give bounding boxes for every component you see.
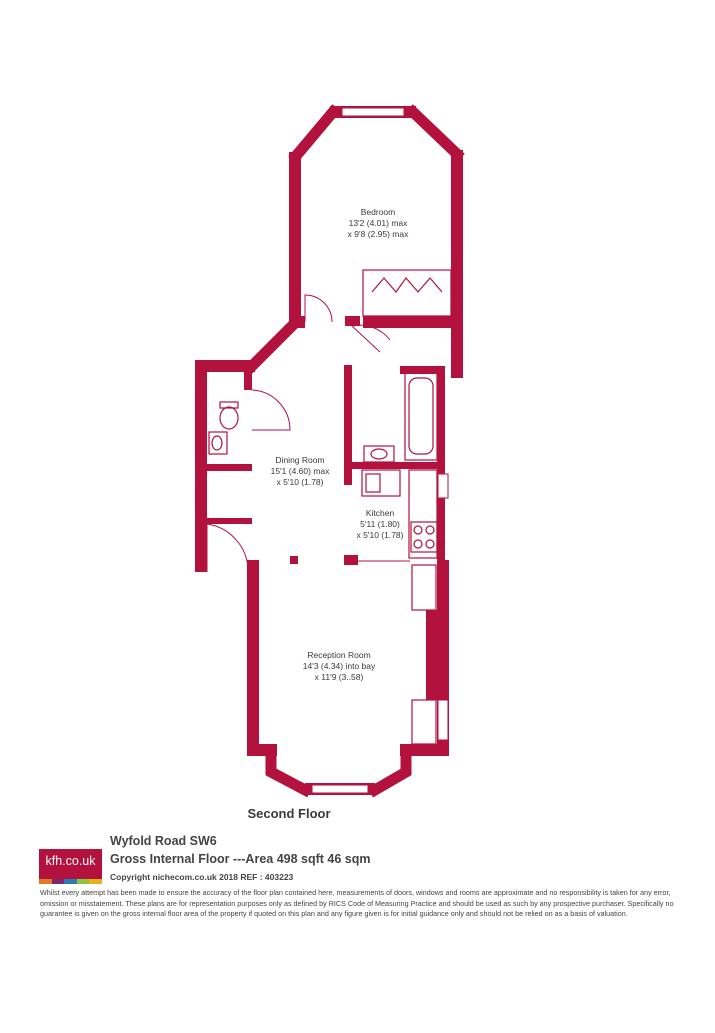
disclaimer-text: Whilst every attempt has been made to en…	[40, 888, 674, 918]
room-dimension: x 5'10 (1.78)	[356, 530, 404, 540]
room-name: Dining Room	[275, 455, 325, 465]
wall	[400, 744, 449, 756]
property-address: Wyfold Road SW6	[110, 834, 217, 848]
door-bathroom	[351, 324, 391, 353]
wall	[195, 360, 255, 372]
basin	[363, 445, 395, 463]
kitchen-counter	[408, 469, 438, 559]
bedroom-bay-right	[405, 104, 465, 162]
windows	[311, 107, 449, 794]
wall	[344, 555, 358, 565]
window-kitchen	[437, 473, 449, 499]
angled-walls	[244, 104, 465, 798]
reception-bay-left	[265, 744, 313, 798]
bath-inner	[408, 377, 434, 455]
room-name: Bedroom	[360, 207, 396, 217]
wall	[207, 518, 252, 524]
room-dimension: 13'2 (4.01) max	[348, 218, 408, 228]
logo-stripes	[39, 879, 102, 884]
cupboard	[411, 564, 437, 611]
window-reception-right	[437, 699, 449, 741]
kfh-logo[interactable]: kfh.co.uk	[39, 849, 102, 884]
room-dimension: x 9'8 (2.95) max	[347, 229, 409, 239]
wall	[344, 365, 352, 485]
window-bedroom	[341, 107, 405, 117]
logo-stripe	[64, 879, 77, 884]
hob-ring	[425, 525, 435, 535]
sink-unit	[361, 469, 401, 497]
room-dimension: 5'11 (1.80)	[360, 519, 400, 529]
bath	[404, 371, 438, 461]
door-wc	[251, 389, 291, 431]
toilet	[219, 406, 239, 430]
copyright-text: Copyright nichecom.co.uk 2018 REF : 4032…	[110, 872, 294, 882]
hob-ring	[425, 539, 435, 549]
wall	[400, 366, 445, 374]
room-dimension: 15'1 (4.60) max	[270, 466, 330, 476]
basin-bowl	[370, 448, 388, 460]
wardrobe	[362, 269, 452, 317]
room-dimension: x 11'9 (3..58)	[314, 672, 364, 682]
wall	[247, 560, 259, 756]
reception-room-label: Reception Room 14'3 (4.34) into bay x 11…	[303, 650, 376, 683]
corridor-angle	[244, 314, 304, 374]
wall	[344, 462, 440, 469]
window-reception-bay	[311, 784, 369, 794]
wardrobe-doors	[371, 277, 443, 293]
hob-ring	[413, 539, 423, 549]
logo-stripe	[76, 879, 90, 884]
room-dimension: 14'3 (4.34) into bay	[302, 661, 376, 671]
dining-room-label: Dining Room 15'1 (4.60) max x 5'10 (1.78…	[271, 455, 330, 488]
wall	[426, 610, 444, 700]
wall	[363, 316, 463, 328]
doors	[206, 294, 410, 572]
wall	[437, 366, 445, 564]
floor-area: Gross Internal Floor ---Area 498 sqft 46…	[110, 852, 371, 866]
bedroom-label: Bedroom 13'2 (4.01) max x 9'8 (2.95) max	[348, 207, 409, 240]
logo-stripe	[89, 879, 102, 884]
room-name: Reception Room	[307, 650, 371, 660]
wall	[244, 360, 252, 390]
reception-bay-right	[367, 744, 412, 798]
sink-bowl	[365, 473, 381, 493]
wc-basin	[208, 431, 228, 455]
wall	[195, 360, 207, 572]
door-entrance	[206, 523, 249, 572]
cupboard	[411, 699, 437, 745]
kitchen-label: Kitchen 5'11 (1.80) x 5'10 (1.78)	[357, 508, 404, 541]
wall	[451, 150, 463, 378]
hob-ring	[413, 525, 423, 535]
logo-stripe	[51, 879, 65, 884]
hob	[410, 521, 438, 553]
room-name: Kitchen	[365, 508, 395, 518]
door-bedroom	[304, 294, 333, 323]
wall	[207, 464, 252, 471]
exterior-walls	[195, 106, 463, 795]
wc-basin-bowl	[211, 435, 223, 451]
floor-name: Second Floor	[247, 806, 331, 821]
bedroom-bay-left	[288, 104, 341, 164]
fixtures	[208, 269, 452, 745]
wall	[289, 152, 301, 322]
logo-text: kfh.co.uk	[45, 854, 96, 868]
wall	[345, 316, 360, 326]
logo-stripe	[39, 879, 52, 884]
toilet-cistern	[219, 401, 239, 409]
room-dimension: x 5'10 (1.78)	[276, 477, 324, 487]
wall	[290, 556, 298, 564]
